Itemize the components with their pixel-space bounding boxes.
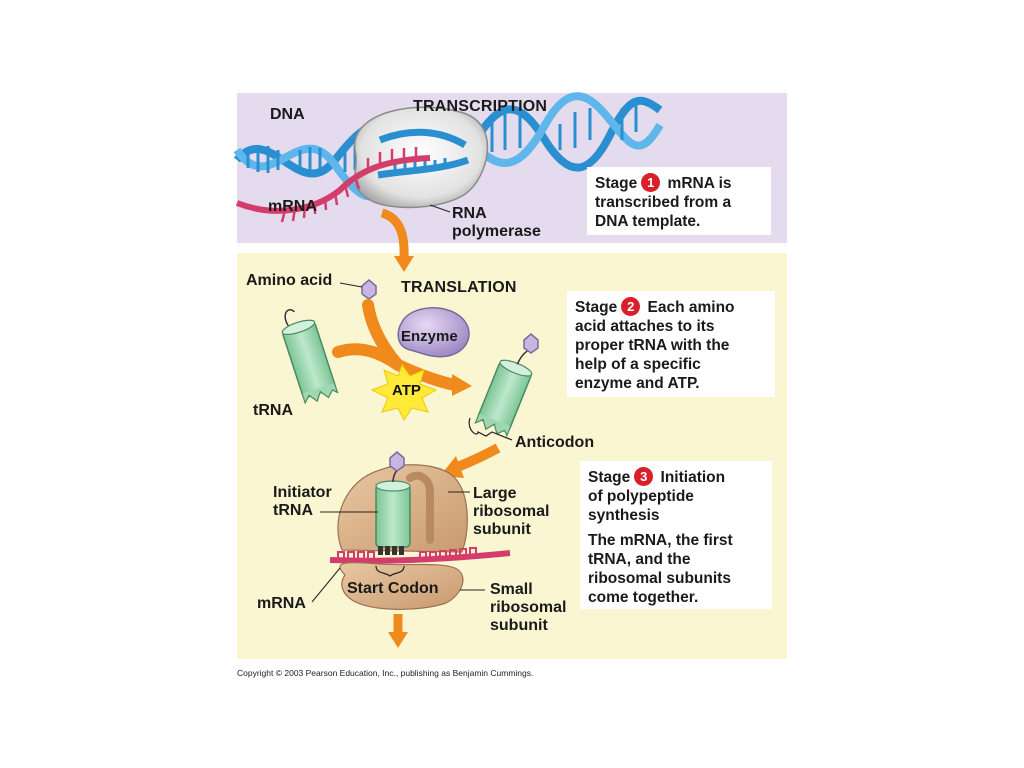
stage-1-line-2: transcribed from a bbox=[595, 194, 732, 211]
small-subunit-label-2: ribosomal bbox=[490, 599, 567, 616]
atp-burst bbox=[370, 363, 438, 421]
stage-3-line-1: The mRNA, the first bbox=[588, 532, 733, 549]
leader-lines-bottom bbox=[311, 491, 485, 603]
stage-2-word: Stage bbox=[575, 299, 618, 316]
large-subunit-label-1: Large bbox=[473, 485, 517, 502]
transcription-heading: TRANSCRIPTION bbox=[413, 98, 548, 115]
stage-1-line-3: DNA template. bbox=[595, 213, 701, 230]
initiator-trna bbox=[375, 467, 411, 555]
small-ribosomal-subunit bbox=[339, 562, 464, 610]
dna-helix-right bbox=[466, 92, 664, 172]
stage-2-line-4: help of a specific bbox=[575, 356, 701, 373]
stage-3-title-line-1: Initiation bbox=[660, 469, 726, 486]
stage-3-line-3: ribosomal subunits bbox=[588, 570, 731, 587]
large-subunit-label-3: subunit bbox=[473, 521, 531, 538]
ribosome-groove bbox=[406, 471, 434, 544]
stage-2-line-1: Each amino bbox=[647, 299, 735, 316]
stage-3-title-line-2: of polypeptide bbox=[588, 488, 694, 505]
enzyme bbox=[397, 307, 470, 358]
stage-2-line-2: acid attaches to its bbox=[575, 318, 715, 335]
stage-2-line-3: proper tRNA with the bbox=[575, 337, 730, 354]
rna-polymerase-label-1: RNA bbox=[452, 205, 487, 222]
trna-label: tRNA bbox=[253, 402, 293, 419]
leader-lines-top bbox=[429, 204, 451, 213]
trna-free bbox=[281, 308, 339, 405]
dna-label: DNA bbox=[270, 106, 305, 123]
atp-label: ATP bbox=[392, 382, 421, 399]
initiator-trna-label-2: tRNA bbox=[273, 502, 313, 519]
amino-acid-initiator bbox=[389, 451, 405, 472]
copyright-notice: Copyright © 2003 Pearson Education, Inc.… bbox=[237, 668, 534, 678]
stage-2-line-5: enzyme and ATP. bbox=[575, 375, 700, 392]
stage-1-line-1: mRNA is bbox=[667, 175, 732, 192]
arrow-transcription-to-translation bbox=[380, 208, 414, 272]
stage-1-number-badge: 1 bbox=[641, 173, 661, 192]
amino-acid-label: Amino acid bbox=[246, 272, 333, 289]
arrow-down bbox=[388, 614, 408, 648]
stage-2-number-badge: 2 bbox=[621, 297, 641, 316]
stage-3-word: Stage bbox=[588, 469, 631, 486]
enzyme-label: Enzyme bbox=[401, 328, 458, 345]
arrow-head-atp bbox=[452, 374, 472, 396]
mrna-strand-bottom bbox=[329, 547, 511, 564]
initiator-trna-label-1: Initiator bbox=[273, 484, 332, 501]
stage-3-title-line-3: synthesis bbox=[588, 507, 660, 524]
rna-polymerase-label-2: polymerase bbox=[452, 223, 541, 240]
anticodon-label: Anticodon bbox=[515, 434, 595, 451]
amino-acid-attached bbox=[523, 333, 539, 354]
mrna-label-top: mRNA bbox=[268, 198, 317, 215]
translation-heading: TRANSLATION bbox=[401, 279, 517, 296]
stage-1-word: Stage bbox=[595, 175, 638, 192]
trna-charged bbox=[474, 349, 533, 438]
dna-inside-bubble bbox=[377, 128, 470, 179]
stage-3-line-2: tRNA, and the bbox=[588, 551, 691, 568]
start-codon-bracket bbox=[375, 565, 405, 577]
small-subunit-label-3: subunit bbox=[490, 617, 548, 634]
mrna-label-bottom: mRNA bbox=[257, 595, 306, 612]
large-subunit-label-2: ribosomal bbox=[473, 503, 550, 520]
stage-3-number-badge: 3 bbox=[634, 467, 654, 486]
mrna-strand-top bbox=[235, 147, 431, 223]
stage-3-line-4: come together. bbox=[588, 589, 699, 606]
amino-acid bbox=[361, 279, 377, 300]
start-codon-label: Start Codon bbox=[347, 580, 439, 597]
small-subunit-label-1: Small bbox=[490, 581, 533, 598]
anticodon-bracket bbox=[468, 417, 513, 441]
